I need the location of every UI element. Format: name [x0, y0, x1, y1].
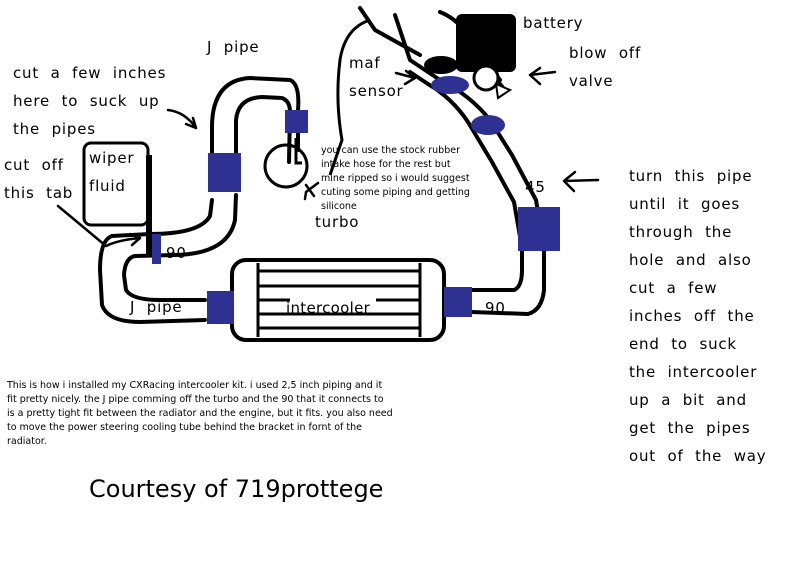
- label-install-note: This is how i installed my CXRacing inte…: [6, 380, 393, 447]
- svg-text:the intercooler: the intercooler: [629, 363, 757, 381]
- coupler-wiper-90: [152, 234, 161, 264]
- svg-text:this tab: this tab: [4, 184, 73, 202]
- label-turn-pipe: turn this pipe until it goes through the…: [629, 167, 766, 465]
- svg-text:end to suck: end to suck: [629, 335, 737, 353]
- label-maf-sensor: maf sensor: [349, 54, 404, 100]
- svg-text:sensor: sensor: [349, 82, 404, 100]
- arrow-cut-pipes: [166, 108, 198, 130]
- battery-hose: [358, 6, 422, 57]
- coupler-maf: [431, 76, 469, 94]
- svg-text:maf: maf: [349, 54, 381, 72]
- coupler-j-pipe-upper: [208, 153, 241, 192]
- svg-text:get the pipes: get the pipes: [629, 419, 750, 437]
- maf-hose-squiggle: [328, 18, 371, 176]
- turbo-inlet: [294, 138, 302, 165]
- label-courtesy: Courtesy of 719prottege: [89, 475, 383, 503]
- svg-text:out of the way: out of the way: [629, 447, 766, 465]
- arrow-bov: [528, 66, 557, 86]
- wiper-fluid-tank: [82, 141, 152, 255]
- svg-text:fluid: fluid: [89, 177, 126, 195]
- svg-text:cut a few: cut a few: [629, 279, 717, 297]
- svg-text:intake hose for the rest: intake hose for the rest but: [321, 159, 451, 170]
- svg-text:silicone: silicone: [321, 201, 357, 212]
- svg-text:This is how i installed m: This is how i installed my CXRacing inte…: [6, 380, 382, 391]
- label-angle-90-left: 90: [166, 244, 187, 262]
- svg-text:cut off: cut off: [4, 156, 64, 174]
- label-j-pipe-top: J pipe: [206, 38, 259, 56]
- svg-text:fit pretty nicely. the J: fit pretty nicely. the J pipe comming of…: [7, 394, 384, 405]
- svg-text:you can use the stock rub: you can use the stock rubber: [321, 145, 460, 156]
- turbo: [263, 138, 309, 189]
- svg-text:to move the power steering: to move the power steering cooling tube …: [7, 422, 362, 433]
- coupler-intercooler-left: [207, 291, 234, 324]
- label-j-pipe-bottom: J pipe: [129, 298, 182, 316]
- svg-text:cuting some piping and get: cuting some piping and getting: [321, 187, 470, 198]
- coupler-bov: [471, 115, 505, 135]
- pointer-arrows: [56, 66, 600, 248]
- blow-off-valve: [472, 64, 513, 100]
- label-intercooler: intercooler: [286, 299, 371, 317]
- right-pipe-inner: [408, 70, 524, 292]
- svg-text:turn this pipe: turn this pipe: [629, 167, 752, 185]
- svg-text:inches off the: inches off the: [629, 307, 755, 325]
- label-turbo: turbo: [315, 213, 359, 231]
- svg-text:hole and also: hole and also: [629, 251, 752, 269]
- svg-text:blow off: blow off: [569, 44, 641, 62]
- turbo-housing: [263, 143, 309, 189]
- j-pipe-left-inner: [122, 193, 238, 302]
- label-battery: battery: [523, 14, 583, 32]
- label-cut-tab: cut off this tab: [4, 156, 73, 202]
- svg-text:until it goes: until it goes: [629, 195, 740, 213]
- svg-text:up a bit and: up a bit and: [629, 391, 747, 409]
- battery-block: [456, 14, 516, 72]
- coupler-right-pipe: [518, 207, 560, 251]
- svg-text:cut a few inches: cut a few inches: [13, 64, 166, 82]
- arrow-maf: [394, 69, 417, 86]
- label-angle-45: 45: [525, 178, 546, 196]
- coupler-intercooler-right: [444, 287, 472, 317]
- arrow-cut-tab: [56, 204, 142, 248]
- label-angle-90-right: 90: [485, 299, 506, 317]
- coupler-turbo: [285, 110, 308, 133]
- maf-sensor-body: [424, 56, 458, 74]
- wiper-fluid-tab: [146, 155, 152, 255]
- arrow-turn-pipe: [562, 170, 600, 193]
- j-pipe-upper-left-wall: [210, 76, 301, 187]
- j-pipe-upper-right-wall: [234, 95, 292, 192]
- svg-text:here to suck up: here to suck up: [13, 92, 159, 110]
- label-intake-note: you can use the stock rubber intake hose…: [321, 145, 470, 212]
- intercooler: [230, 258, 446, 342]
- svg-text:mine ripped so i would su: mine ripped so i would suggest: [321, 173, 470, 184]
- svg-text:the pipes: the pipes: [13, 120, 96, 138]
- label-wiper-fluid: wiper fluid: [89, 149, 134, 195]
- label-blow-off-valve: blow off valve: [569, 44, 641, 90]
- svg-text:wiper: wiper: [89, 149, 134, 167]
- svg-text:valve: valve: [569, 72, 613, 90]
- svg-text:radiator.: radiator.: [7, 436, 47, 447]
- arrow-turbo-note: [303, 181, 320, 201]
- label-cut-pipes: cut a few inches here to suck up the pip…: [13, 64, 166, 138]
- svg-text:through the: through the: [629, 223, 732, 241]
- svg-text:is a pretty tight fit bet: is a pretty tight fit between the radiat…: [7, 408, 393, 419]
- couplers: [152, 76, 560, 324]
